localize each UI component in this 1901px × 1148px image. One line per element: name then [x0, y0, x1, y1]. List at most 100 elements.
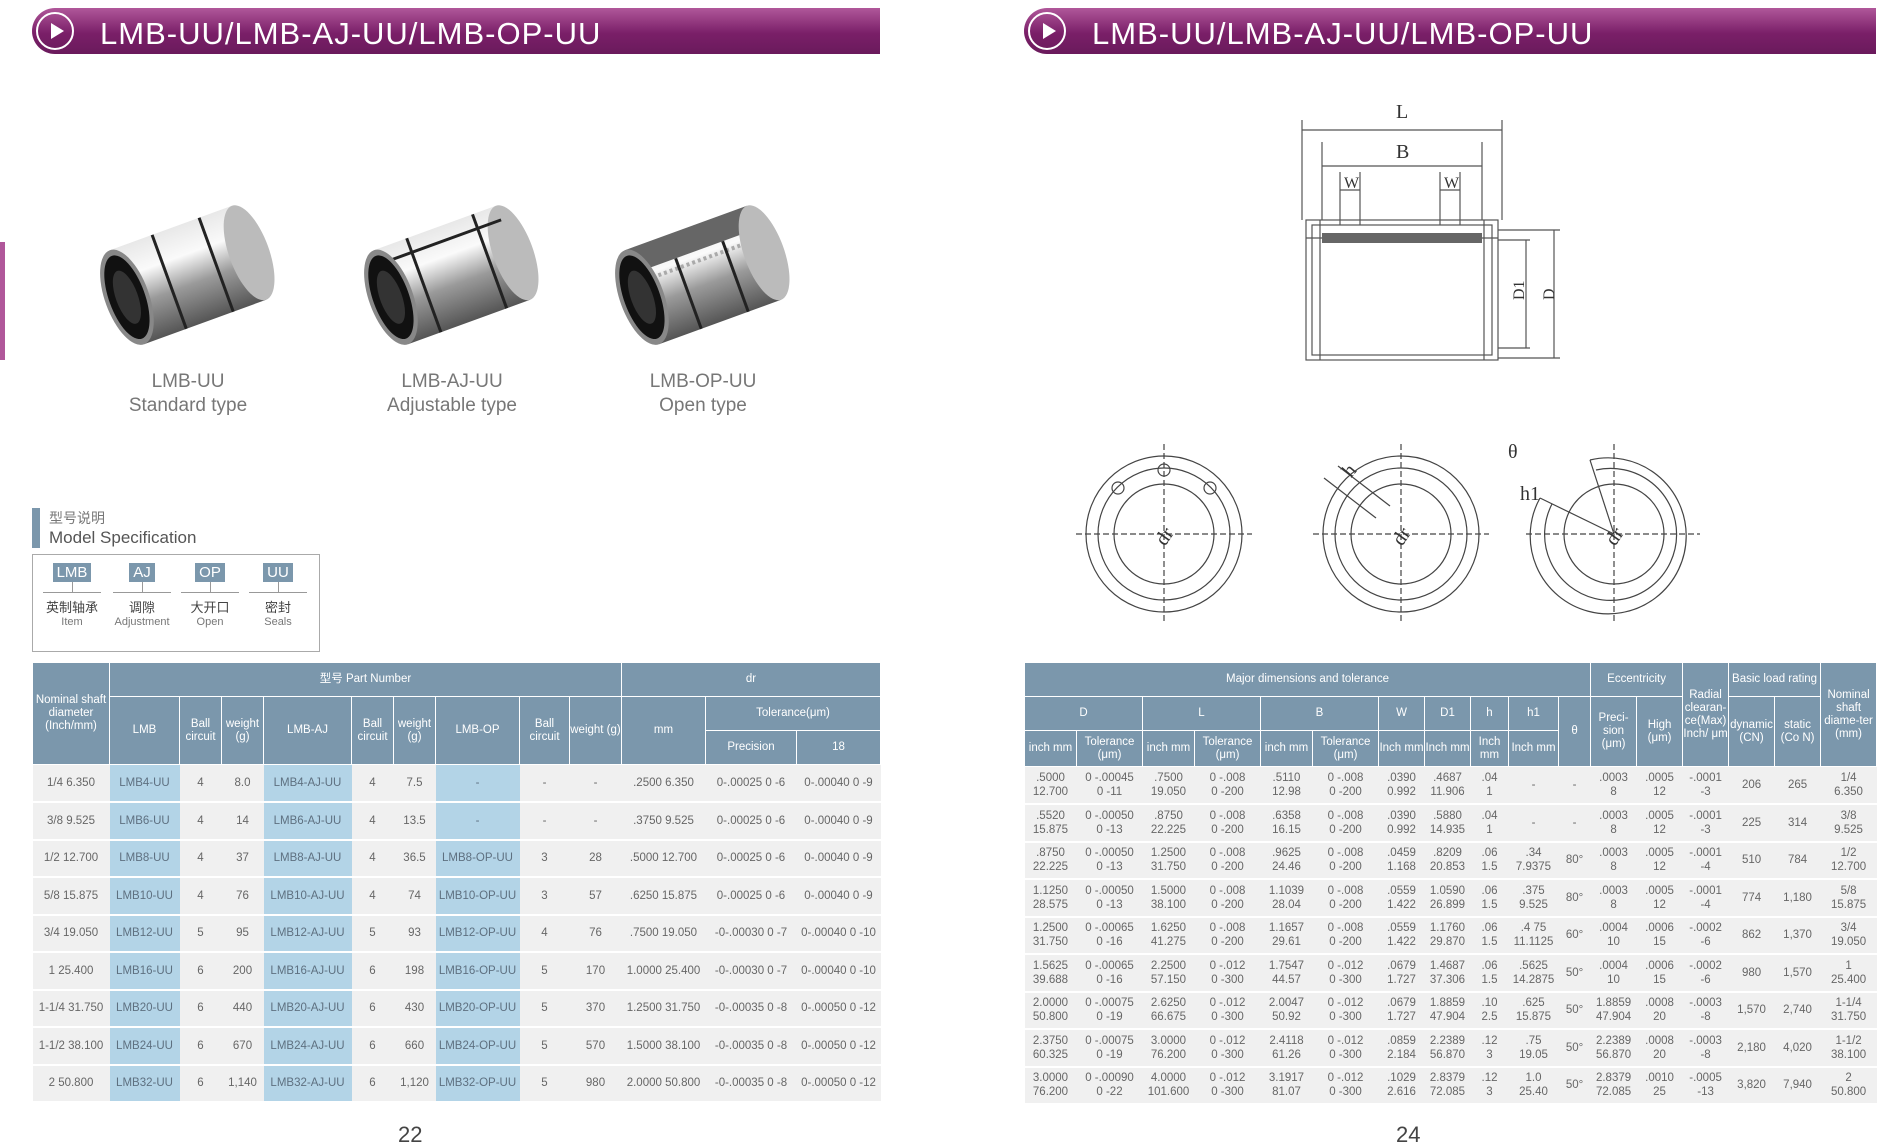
table-cell: 2.6250 66.675: [1142, 991, 1195, 1030]
table-cell: .0679 1.727: [1378, 991, 1425, 1030]
table-cell: .625 15.875: [1508, 991, 1559, 1030]
table-cell: LMB4-AJ-UU: [263, 764, 352, 803]
table-cell: 0 -.00075 0 -19: [1076, 1029, 1143, 1068]
header-tolerance: Tolerance (μm): [1312, 730, 1379, 767]
table-cell: 980: [1728, 954, 1775, 993]
table-cell: 862: [1728, 916, 1775, 955]
table-cell: 5/8 15.875: [1820, 879, 1877, 918]
table-cell: 170: [569, 952, 622, 991]
table-cell: LMB32-AJ-UU: [263, 1064, 352, 1103]
table-cell: 1/2 12.700: [1820, 841, 1877, 880]
table-cell: 14: [221, 802, 264, 841]
table-cell: 4: [179, 764, 222, 803]
table-cell: .6250 15.875: [621, 877, 706, 916]
table-cell: 570: [569, 1027, 622, 1066]
spec-cn: 密封: [264, 600, 291, 615]
table-cell: 1.5000 38.100: [621, 1027, 706, 1066]
table-cell: 0 -.012 0 -300: [1312, 991, 1379, 1030]
spec-en: Seals: [264, 616, 292, 628]
table-cell: .34 7.9375: [1508, 841, 1559, 880]
left-banner-title: LMB-UU/LMB-AJ-UU/LMB-OP-UU: [100, 16, 602, 51]
table-cell: -.0003 -8: [1682, 991, 1729, 1030]
table-cell: 1.1039 28.04: [1260, 879, 1313, 918]
header-lmb: LMB: [109, 696, 180, 765]
table-cell: 3/8 9.525: [1820, 804, 1877, 843]
table-cell: 1,180: [1774, 879, 1821, 918]
stem: [277, 582, 279, 592]
bearing-dimension-drawing: L B W W D1 D: [1301, 101, 1560, 361]
table-cell: 0 -.00050 0 -13: [1076, 841, 1143, 880]
table-cell: 3,820: [1728, 1066, 1775, 1105]
table-cell: .5110 12.98: [1260, 766, 1313, 805]
play-circle-icon: [1028, 12, 1066, 50]
table-cell: LMB12-OP-UU: [435, 914, 520, 953]
table-cell: 660: [393, 1027, 436, 1066]
table-cell: -: [1558, 766, 1591, 805]
header-18: 18: [795, 730, 882, 765]
bearing-open-image: [615, 205, 790, 345]
table-cell: .8750 22.225: [1024, 841, 1077, 880]
table-cell: .375 9.525: [1508, 879, 1559, 918]
table-cell: 1-1/2 38.100: [1820, 1029, 1877, 1068]
table-cell: 5: [351, 914, 394, 953]
table-cell: 1/2 12.700: [32, 839, 110, 878]
table-cell: 0-.00040 0 -10: [796, 914, 881, 953]
table-cell: 0-.00025 0 -6: [705, 877, 797, 916]
table-cell: 1.8859 47.904: [1424, 991, 1471, 1030]
spec-cn: 调隙: [128, 600, 155, 615]
label-dr-2: dr: [1388, 523, 1416, 550]
header-ball-circuit: Ball circuit: [351, 696, 394, 765]
header-eccentricity: Eccentricity: [1590, 662, 1684, 697]
table-cell: .7500 19.050: [1142, 766, 1195, 805]
table-cell: 2.2500 57.150: [1142, 954, 1195, 993]
table-cell: .8209 20.853: [1424, 841, 1471, 880]
header-weight: weight (g): [393, 696, 436, 765]
table-cell: .5000 12.700: [1024, 766, 1077, 805]
table-cell: .0008 20: [1636, 991, 1683, 1030]
header-h: h: [1470, 696, 1509, 731]
table-cell: .0005 12: [1636, 804, 1683, 843]
table-cell: LMB20-AJ-UU: [263, 989, 352, 1028]
header-weight: weight (g): [569, 696, 622, 765]
table-cell: 7,940: [1774, 1066, 1821, 1105]
header-dr: dr: [620, 662, 882, 697]
underline: [43, 592, 101, 593]
table-cell: LMB32-OP-UU: [435, 1064, 520, 1103]
table-cell: 510: [1728, 841, 1775, 880]
table-cell: 7.5: [393, 764, 436, 803]
underline: [113, 592, 171, 593]
table-cell: 0 -.012 0 -300: [1312, 1066, 1379, 1105]
table-cell: .0003 8: [1590, 879, 1637, 918]
cross-section-open-drawing: dr h1 θ: [1508, 441, 1700, 624]
table-cell: -.0002 -6: [1682, 954, 1729, 993]
table-cell: LMB16-AJ-UU: [263, 952, 352, 991]
header-tolerance: Tolerance (μm): [1076, 730, 1143, 767]
table-cell: 2.3750 60.325: [1024, 1029, 1077, 1068]
model-specification-box: LMB 英制轴承 Item AJ 调隙 Adjustment OP 大开口 Op…: [32, 554, 320, 652]
table-cell: 50°: [1558, 1066, 1591, 1105]
label-L: L: [1396, 101, 1408, 123]
table-cell: 784: [1774, 841, 1821, 880]
table-cell: 206: [1728, 766, 1775, 805]
table-cell: -.0001 -4: [1682, 879, 1729, 918]
table-cell: LMB6-UU: [109, 802, 180, 841]
table-cell: 3.0000 76.200: [1024, 1066, 1077, 1105]
table-cell: 1.5000 38.100: [1142, 879, 1195, 918]
table-cell: 2.0000 50.800: [1024, 991, 1077, 1030]
header-inch-mm: Inch mm: [1470, 730, 1509, 767]
label-theta: θ: [1508, 441, 1518, 463]
table-cell: 3/8 9.525: [32, 802, 110, 841]
table-cell: 2.2389 56.870: [1590, 1029, 1637, 1068]
table-cell: -.0001 -3: [1682, 804, 1729, 843]
table-cell: 0-.00025 0 -6: [705, 764, 797, 803]
table-cell: 76: [569, 914, 622, 953]
table-cell: 74: [393, 877, 436, 916]
header-B: B: [1260, 696, 1379, 731]
table-cell: .04 1: [1470, 804, 1509, 843]
table-cell: LMB24-OP-UU: [435, 1027, 520, 1066]
table-cell: -0-.00035 0 -8: [705, 1027, 797, 1066]
